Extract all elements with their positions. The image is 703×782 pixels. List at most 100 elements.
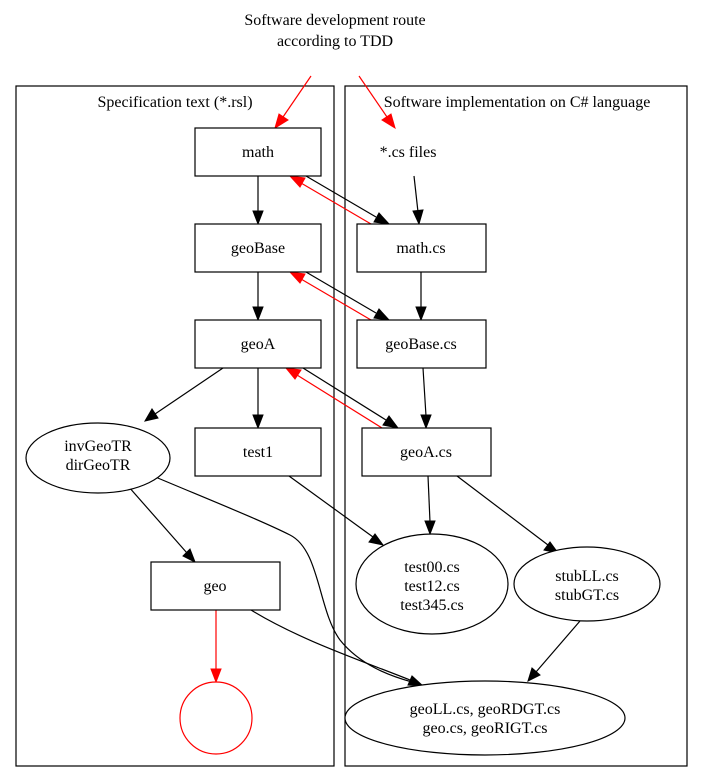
node-math-shape	[194, 127, 322, 177]
arrowhead	[288, 271, 306, 284]
node-geoa[interactable]: geoA	[194, 319, 322, 369]
edges	[127, 75, 581, 687]
node-test1[interactable]: test1	[194, 427, 322, 477]
node-invgeotr-line-1: invGeoTR	[64, 438, 132, 455]
node-tests-line-3: test345.cs	[400, 597, 464, 614]
node-cs-files[interactable]: *.cs files	[380, 144, 437, 161]
title-line-1: Software development route	[244, 12, 425, 29]
node-geobase-cs-shape	[356, 319, 487, 369]
edge-geo-to-geoimpl	[250, 609, 425, 687]
edge-math-to-math-cs	[305, 175, 391, 225]
edge-line	[288, 475, 374, 538]
edge-geoa-cs-to-tests	[424, 475, 436, 536]
arrowhead	[527, 667, 541, 682]
node-math-cs-label: math.cs	[396, 240, 445, 257]
edge-line	[300, 278, 372, 321]
edge-title-to-math	[274, 75, 312, 130]
edge-invgeotr-to-geoimpl	[152, 475, 413, 683]
edge-line	[535, 620, 581, 673]
arrowhead	[143, 408, 159, 422]
node-stubs[interactable]: stubLL.cs stubGT.cs	[513, 546, 661, 622]
node-math[interactable]: math	[194, 127, 322, 177]
node-math-cs[interactable]: math.cs	[356, 223, 487, 273]
edge-geobase-to-geobase-cs	[305, 271, 391, 321]
edge-math-cs-to-geobase-cs	[415, 272, 427, 322]
edge-math-to-geobase	[252, 176, 264, 226]
edge-test1-to-tests	[288, 475, 385, 546]
node-geo-label: geo	[203, 578, 226, 595]
node-test1-label: test1	[243, 444, 273, 461]
node-stubs-line-1: stubLL.cs	[555, 568, 619, 585]
node-invgeotr-line-2: dirGeoTR	[66, 457, 131, 474]
cluster-implementation-frame	[344, 85, 688, 767]
edge-line	[456, 475, 549, 546]
node-end[interactable]	[179, 681, 253, 755]
arrowhead	[284, 367, 302, 380]
node-geobase-cs[interactable]: geoBase.cs	[356, 319, 487, 369]
cluster-specification-label: Specification text (*.rsl)	[97, 94, 252, 111]
node-test1-shape	[194, 427, 322, 477]
edge-line	[422, 367, 427, 417]
arrowhead	[381, 113, 396, 130]
node-math-cs-shape	[356, 223, 487, 273]
edge-line	[358, 75, 388, 118]
node-geo-impl-shape	[344, 680, 626, 756]
cluster-specification: Specification text (*.rsl)	[15, 85, 335, 767]
edge-line	[154, 367, 224, 415]
node-math-label: math	[242, 144, 274, 161]
edge-geoa-to-test1	[252, 368, 264, 430]
edge-line	[250, 609, 411, 681]
node-invgeotr-shape	[25, 422, 171, 494]
node-geobase-shape	[194, 223, 322, 273]
node-geoa-cs-shape	[361, 427, 492, 477]
node-geobase-cs-label: geoBase.cs	[385, 336, 457, 353]
node-tests-line-1: test00.cs	[404, 559, 460, 576]
edge-geoa-to-geoa-cs	[302, 367, 400, 429]
edge-line	[305, 175, 377, 218]
node-geoa-cs-label: geoA.cs	[400, 444, 452, 461]
edge-stubs-to-geoimpl	[527, 620, 581, 682]
edge-geoa-cs-to-geoa	[284, 367, 383, 429]
arrowhead	[420, 414, 432, 430]
node-geo-shape	[150, 561, 281, 611]
cluster-specification-frame	[15, 85, 335, 767]
arrowhead	[373, 212, 391, 225]
edge-math-cs-to-math	[288, 175, 372, 225]
edge-line	[302, 367, 387, 421]
cluster-implementation: Software implementation on C# language	[344, 85, 688, 767]
arrowhead	[368, 533, 385, 546]
node-end-circle	[179, 681, 253, 755]
edge-cs-files-to-math-cs	[412, 175, 424, 226]
edge-geo-to-end	[210, 610, 222, 684]
node-stubs-line-2: stubGT.cs	[555, 587, 619, 604]
node-geoa-label: geoA	[241, 336, 276, 353]
edge-title-to-cs-files	[358, 75, 396, 130]
arrowhead	[373, 308, 391, 321]
arrowhead	[252, 306, 264, 322]
edge-line	[413, 175, 419, 213]
node-tests[interactable]: test00.cs test12.cs test345.cs	[355, 533, 509, 635]
arrowhead	[424, 520, 436, 536]
edge-line	[305, 271, 377, 314]
arrowhead	[382, 415, 400, 429]
node-geobase[interactable]: geoBase	[194, 223, 322, 273]
node-geoa-cs[interactable]: geoA.cs	[361, 427, 492, 477]
edge-geobase-cs-to-geoa-cs	[420, 367, 432, 430]
arrowhead	[412, 209, 424, 226]
node-geo-impl-line-2: geo.cs, geoRIGT.cs	[423, 720, 548, 737]
node-geoa-shape	[194, 319, 322, 369]
edge-geobase-to-geoa	[252, 272, 264, 322]
edge-line	[152, 475, 413, 683]
cluster-implementation-label: Software implementation on C# language	[384, 94, 651, 111]
arrowhead	[252, 414, 264, 430]
arrowhead	[415, 306, 427, 322]
node-geo-impl[interactable]: geoLL.cs, geoRDGT.cs geo.cs, geoRIGT.cs	[344, 680, 626, 756]
node-tests-shape	[355, 533, 509, 635]
arrowhead	[252, 210, 264, 226]
node-invgeotr[interactable]: invGeoTR dirGeoTR	[25, 422, 171, 494]
edge-line	[282, 75, 312, 118]
arrowhead	[182, 548, 196, 564]
node-geo[interactable]: geo	[150, 561, 281, 611]
title-line-2: according to TDD	[277, 33, 393, 50]
